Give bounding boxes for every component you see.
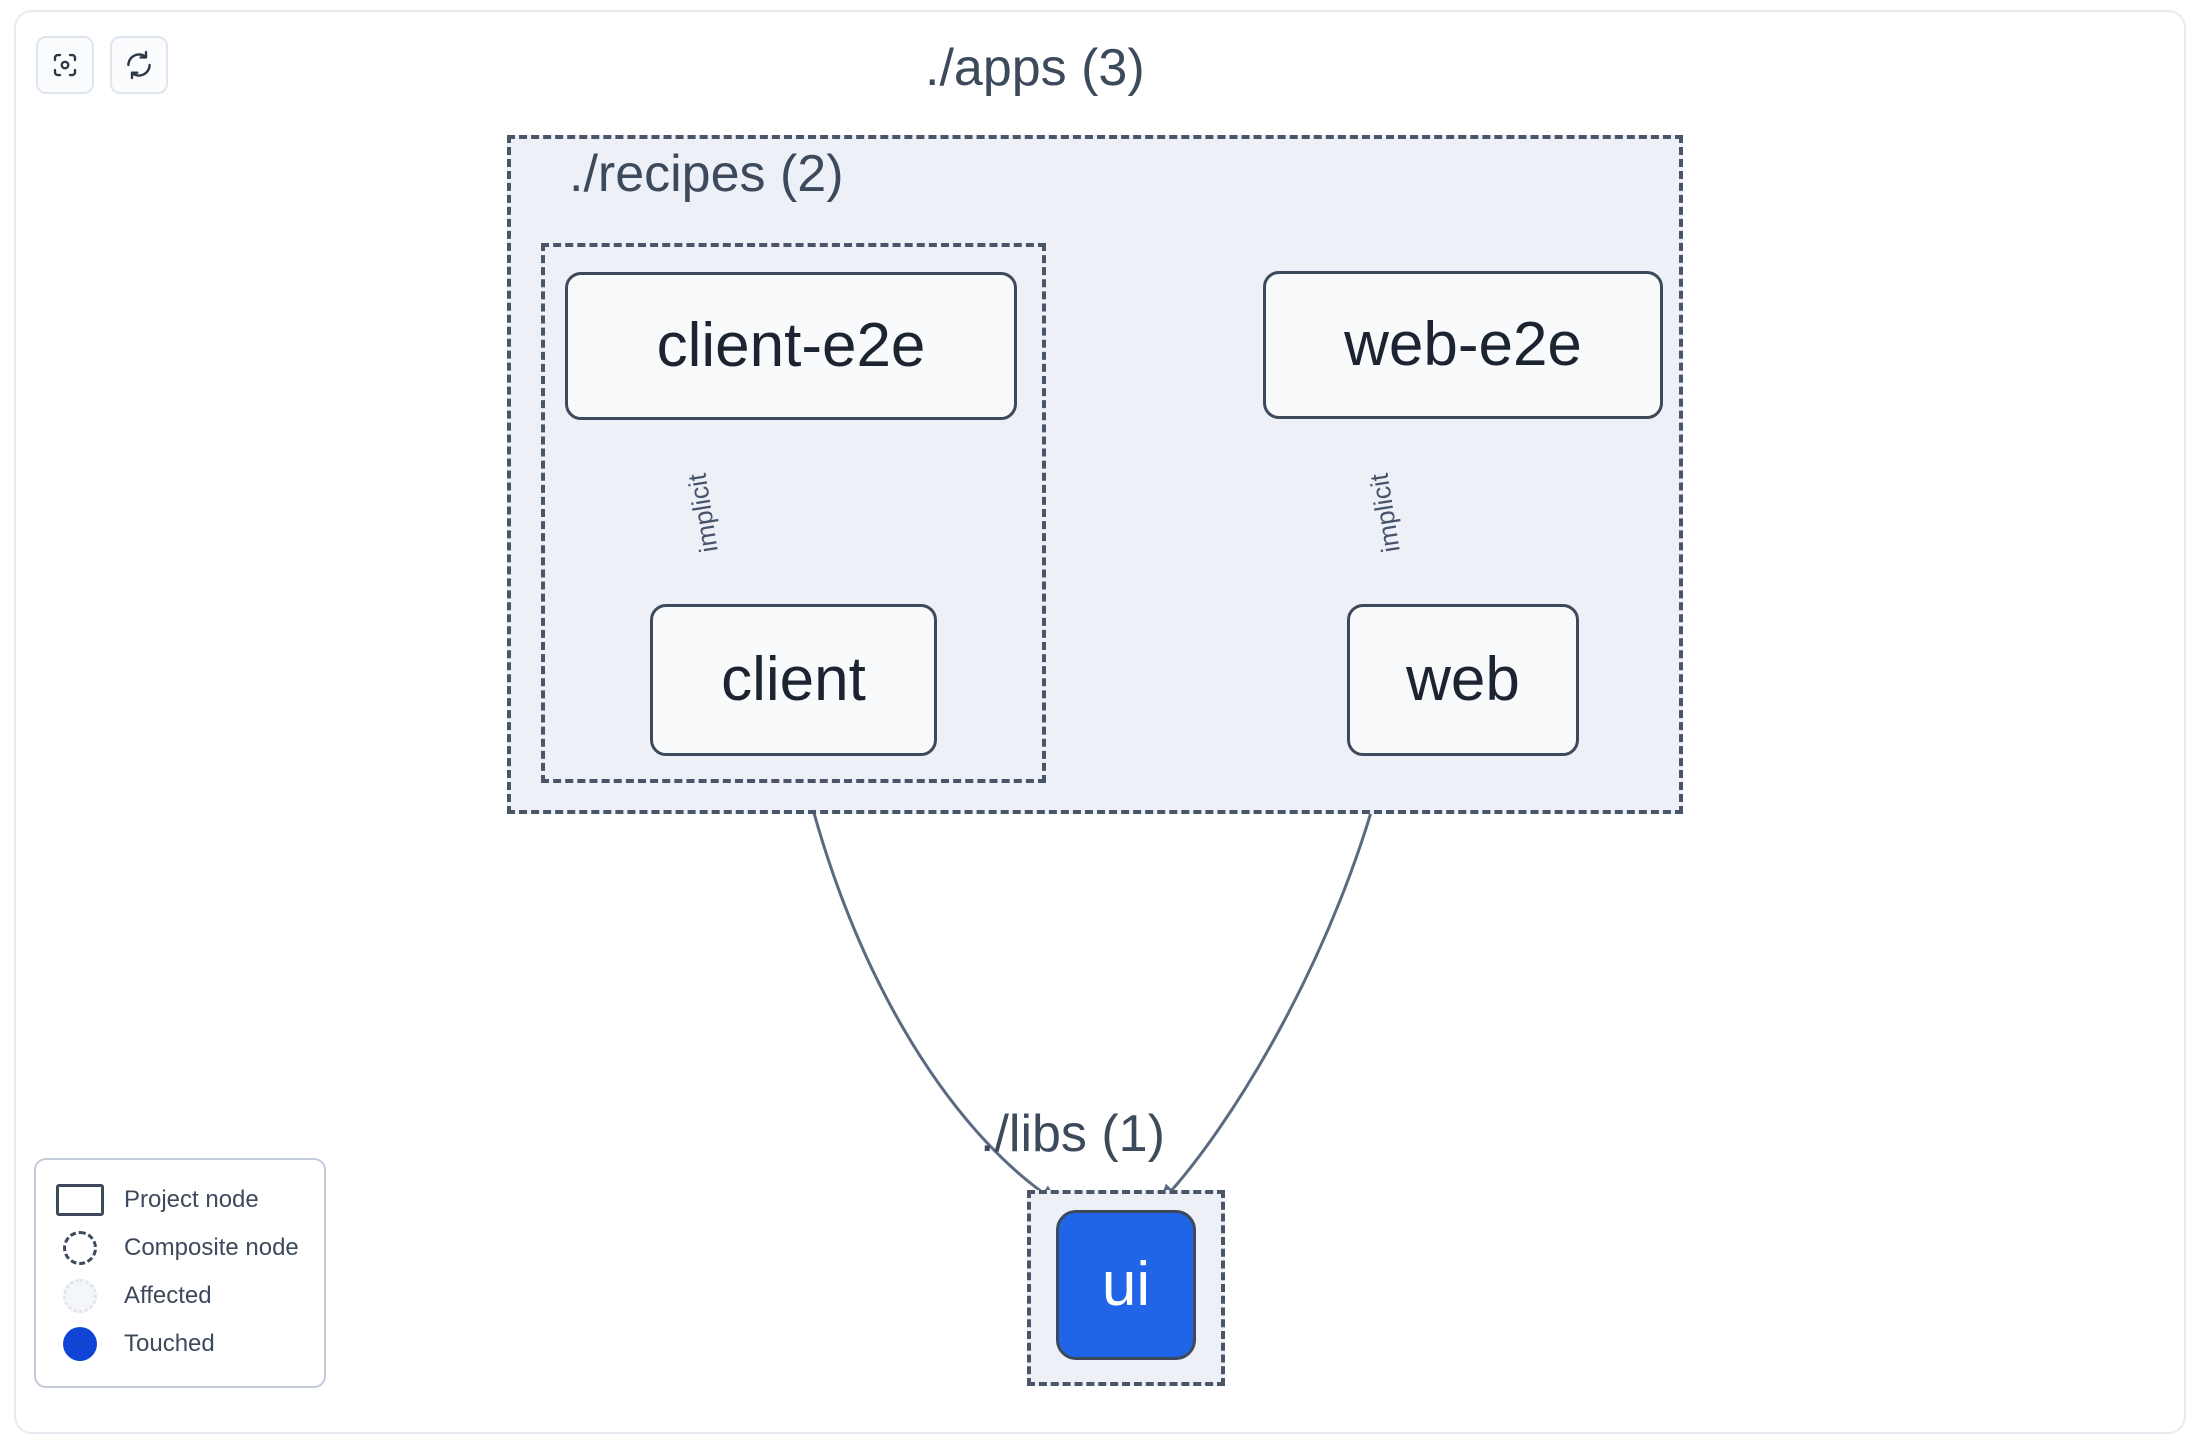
node-label-web-e2e: web-e2e <box>1344 310 1582 379</box>
graph-toolbar <box>36 36 168 94</box>
node-web-e2e[interactable]: web-e2e <box>1263 271 1663 419</box>
node-label-ui: ui <box>1101 1250 1151 1319</box>
node-label-client: client <box>721 645 866 714</box>
project-node-icon <box>54 1184 106 1216</box>
group-label-recipes: ./recipes (2) <box>569 145 844 203</box>
legend-item-project-node: Project node <box>54 1176 306 1224</box>
legend-label-project-node: Project node <box>124 1186 259 1213</box>
refresh-button[interactable] <box>110 36 168 94</box>
legend-item-affected: Affected <box>54 1272 306 1320</box>
node-ui[interactable]: ui <box>1056 1210 1196 1360</box>
focus-button[interactable] <box>36 36 94 94</box>
affected-icon <box>54 1279 106 1313</box>
node-client[interactable]: client <box>650 604 937 756</box>
node-web[interactable]: web <box>1347 604 1579 756</box>
node-label-web: web <box>1406 645 1520 714</box>
refresh-icon <box>124 50 154 80</box>
graph-legend: Project node Composite node Affected Tou… <box>34 1158 326 1388</box>
composite-node-icon <box>54 1231 106 1265</box>
group-label-libs: ./libs (1) <box>980 1105 1165 1163</box>
node-label-client-e2e: client-e2e <box>656 311 926 380</box>
legend-label-touched: Touched <box>124 1330 215 1357</box>
legend-label-affected: Affected <box>124 1282 212 1309</box>
node-client-e2e[interactable]: client-e2e <box>565 272 1017 420</box>
touched-icon <box>54 1327 106 1361</box>
legend-item-touched: Touched <box>54 1320 306 1368</box>
group-label-apps: ./apps (3) <box>925 39 1145 97</box>
focus-target-icon <box>50 50 80 80</box>
legend-label-composite-node: Composite node <box>124 1234 299 1261</box>
legend-item-composite-node: Composite node <box>54 1224 306 1272</box>
